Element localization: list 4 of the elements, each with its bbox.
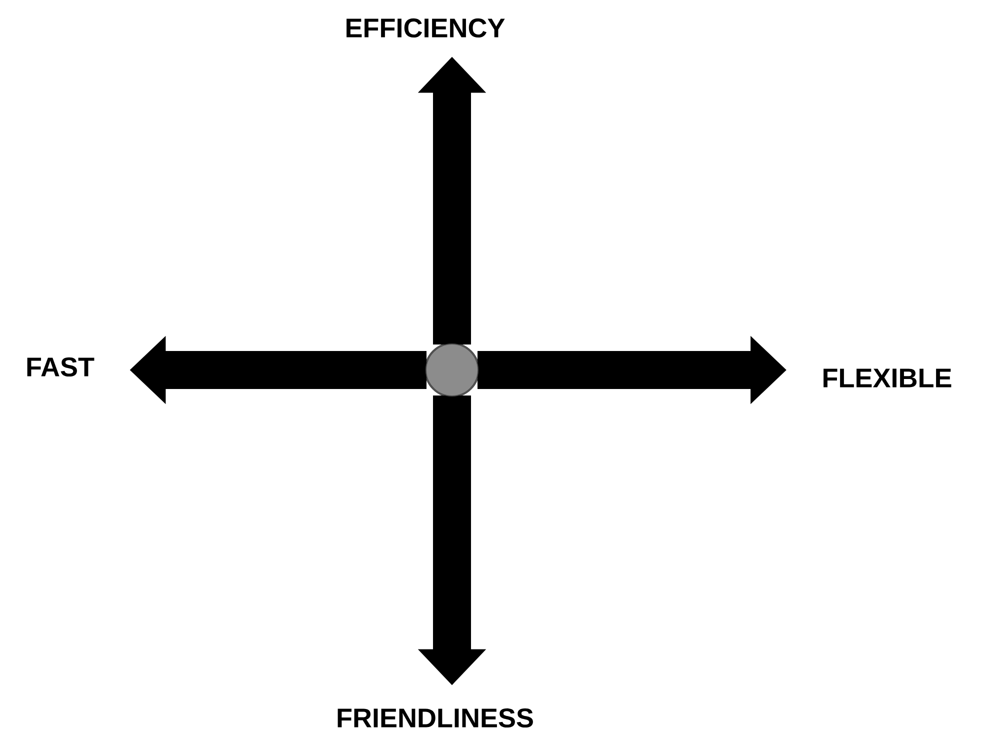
axis-label: FRIENDLINESS <box>338 708 533 728</box>
axis-label: FLEXIBLE <box>824 368 952 388</box>
axis-label: FAST <box>27 357 94 377</box>
axis-label: EFFICIENCY <box>346 18 505 38</box>
